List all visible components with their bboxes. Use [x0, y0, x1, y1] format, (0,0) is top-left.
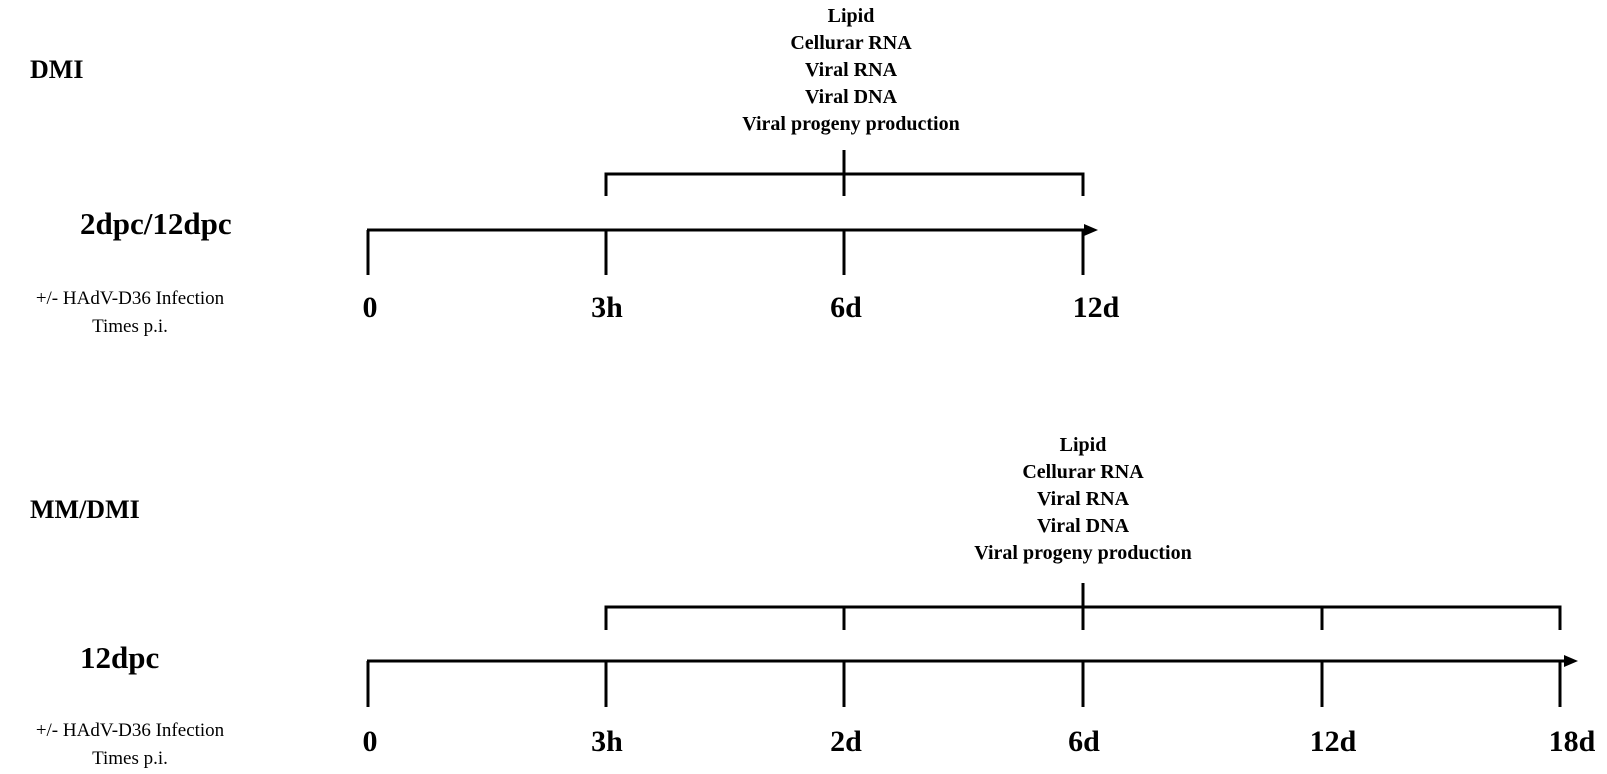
times-label: Times p.i.: [92, 748, 168, 769]
measurement-lipid: Lipid: [828, 5, 875, 27]
tick-label-18d: 18d: [1549, 725, 1596, 758]
measurement-list: Lipid Cellurar RNA Viral RNA Viral DNA V…: [974, 434, 1191, 564]
measurement-viral-progeny: Viral progeny production: [974, 542, 1191, 564]
tick-label-3h: 3h: [591, 725, 623, 758]
tick-label-3h: 3h: [591, 291, 623, 324]
measurement-viral-rna: Viral RNA: [805, 59, 898, 81]
timeline-arrowhead: [1084, 224, 1098, 236]
infection-label: +/- HAdV-D36 Infection: [36, 720, 225, 741]
measurement-viral-progeny: Viral progeny production: [742, 113, 959, 135]
condition-label: DMI: [30, 55, 83, 84]
tick-label-0: 0: [363, 725, 378, 758]
measurement-viral-dna: Viral DNA: [1037, 515, 1130, 537]
tick-label-2d: 2d: [830, 725, 862, 758]
measurement-list: Lipid Cellurar RNA Viral RNA Viral DNA V…: [742, 5, 959, 135]
panel-dmi: DMI 2dpc/12dpc +/- HAdV-D36 Infection Ti…: [30, 5, 1120, 337]
measurement-lipid: Lipid: [1060, 434, 1107, 456]
panel-mm-dmi: MM/DMI 12dpc +/- HAdV-D36 Infection Time…: [30, 434, 1596, 769]
tick-label-12d: 12d: [1073, 291, 1120, 324]
measurement-cellular-rna: Cellurar RNA: [790, 32, 912, 54]
tick-label-12d: 12d: [1310, 725, 1357, 758]
infection-label: +/- HAdV-D36 Infection: [36, 288, 225, 309]
measurement-viral-rna: Viral RNA: [1037, 488, 1130, 510]
measurement-viral-dna: Viral DNA: [805, 86, 898, 108]
tick-label-6d: 6d: [1068, 725, 1100, 758]
culture-label: 2dpc/12dpc: [80, 206, 232, 241]
culture-label: 12dpc: [80, 640, 159, 675]
measurement-cellular-rna: Cellurar RNA: [1022, 461, 1144, 483]
tick-label-6d: 6d: [830, 291, 862, 324]
timeline-arrowhead: [1564, 655, 1578, 667]
tick-label-0: 0: [363, 291, 378, 324]
times-label: Times p.i.: [92, 316, 168, 337]
condition-label: MM/DMI: [30, 495, 140, 524]
